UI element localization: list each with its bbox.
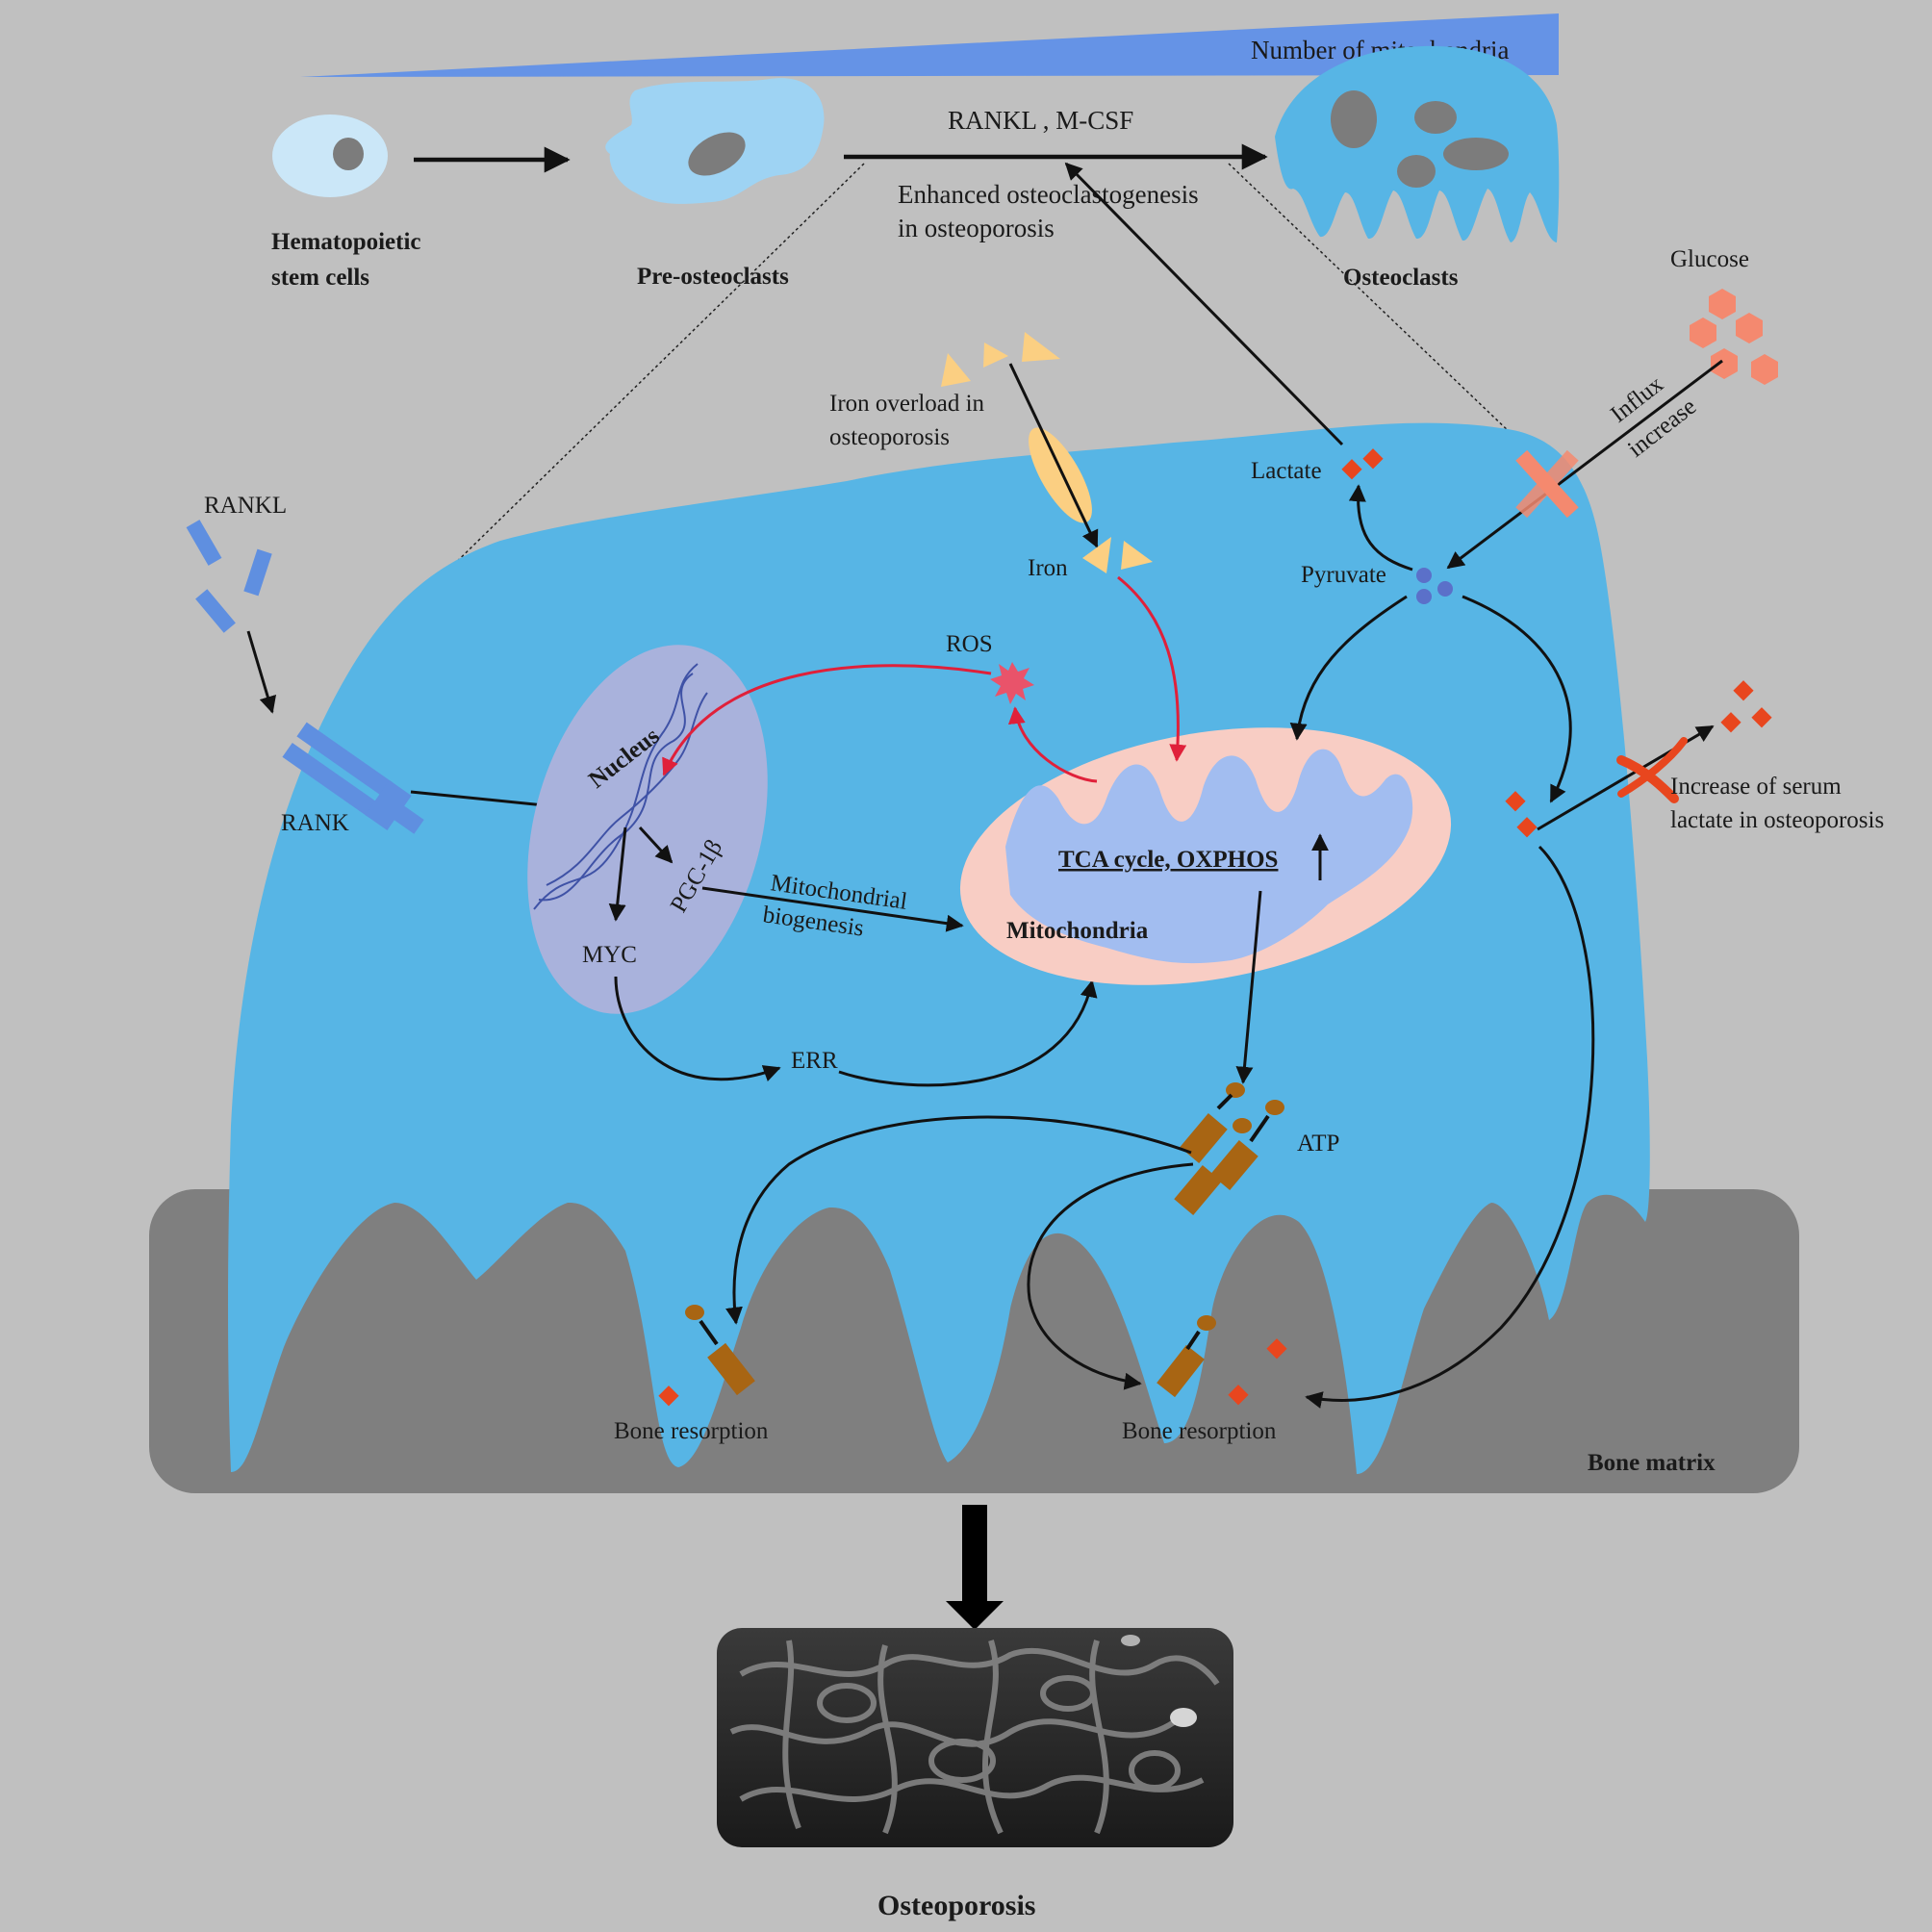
rankl-to-rank-arrow xyxy=(246,630,277,714)
osteoclast-nucleus-1 xyxy=(1331,90,1377,148)
rankl-mcsf-label: RANKL , M-CSF xyxy=(948,106,1133,135)
serum-lactate-line1: Increase of serum xyxy=(1670,774,1842,800)
err-to-mitochondria-arrow xyxy=(838,979,1098,1087)
glucose-influx-arrow xyxy=(1446,359,1723,570)
nucleus xyxy=(527,645,768,1014)
bone-resorption-right-label: Bone resorption xyxy=(1122,1418,1277,1444)
mito-to-atp-arrow xyxy=(1235,890,1262,1084)
osteoporotic-bone-image xyxy=(717,1628,1233,1847)
mitochondria-number-wedge xyxy=(300,13,1559,77)
osteoclast-nucleus-3 xyxy=(1397,155,1436,188)
rankl-ligand-3 xyxy=(195,589,236,633)
rankl-ligand-2 xyxy=(243,548,272,597)
lactate-transporter xyxy=(1616,737,1688,803)
tca-oxphos-label: TCA cycle, OXPHOS xyxy=(1058,847,1278,873)
iron-to-mito-red-arrow xyxy=(1117,575,1187,762)
enhanced-osteoclastogenesis-line2: in osteoporosis xyxy=(898,214,1055,242)
hematopoietic-stem-cell xyxy=(272,114,388,197)
mitochondria-label: Mitochondria xyxy=(1006,918,1149,944)
atp-synthase-pit-right xyxy=(1157,1315,1216,1398)
lactate-diamond-5 xyxy=(1733,680,1754,701)
myc-to-err-arrow xyxy=(614,976,781,1081)
pyruvate-to-mito-arrow xyxy=(1289,595,1408,741)
osteoporosis-label: Osteoporosis xyxy=(877,1890,1035,1921)
pre-osteoclast-nucleus xyxy=(688,132,746,176)
osteoclast-nucleus-2 xyxy=(1414,101,1457,134)
lactate-label: Lactate xyxy=(1251,458,1322,484)
pre-osteoclast-label: Pre-osteoclasts xyxy=(637,264,789,290)
ros-to-nucleus-red-arrow xyxy=(662,664,992,776)
pgc-to-mitochondria-arrow xyxy=(701,886,964,932)
iron-label: Iron xyxy=(1028,555,1068,581)
err-label: ERR xyxy=(791,1048,838,1074)
lactate-diamond-pit-right-1 xyxy=(1266,1338,1287,1360)
osteoclast-large-cell xyxy=(228,422,1650,1474)
pyruvate-dot-1 xyxy=(1416,568,1432,583)
lactate-to-bone-arrow xyxy=(1305,845,1595,1409)
lactate-diamond-7 xyxy=(1751,707,1772,728)
pyruvate-dot-3 xyxy=(1437,581,1453,597)
pyruvate-to-lactate-out-arrow xyxy=(1462,595,1572,803)
atp-to-left-pit-arrow xyxy=(725,1115,1192,1325)
hsc-label-line2: stem cells xyxy=(271,265,369,291)
rank-label: RANK xyxy=(281,810,349,836)
ros-star-icon xyxy=(990,662,1034,704)
mitochondria-cristae xyxy=(1005,749,1413,964)
rank-receptor xyxy=(282,722,424,834)
dna-strand-1 xyxy=(533,663,699,910)
atp-label: ATP xyxy=(1297,1131,1339,1157)
pyruvate-to-lactate-arrow xyxy=(1348,484,1413,572)
mito-to-ros-red-arrow xyxy=(1007,706,1098,783)
iron-triangle-1 xyxy=(941,353,971,387)
myc-label: MYC xyxy=(582,942,637,968)
glucose-molecules xyxy=(1690,289,1778,385)
osteoclast-nucleus-4 xyxy=(1443,138,1509,170)
iron-overload-line2: osteoporosis xyxy=(829,424,950,450)
iron-triangle-3 xyxy=(983,343,1008,368)
iron-influx-arrow xyxy=(1008,363,1099,548)
nucleus-to-myc-arrow xyxy=(608,826,627,922)
lactate-diamond-pit-right-2 xyxy=(1228,1385,1249,1406)
lactate-to-osteoclastogenesis-arrow xyxy=(1064,162,1344,446)
rankl-ligand-1 xyxy=(186,520,222,566)
iron-overload-line1: Iron overload in xyxy=(829,391,985,417)
bone-matrix-label: Bone matrix xyxy=(1588,1450,1716,1476)
glucose-label: Glucose xyxy=(1670,246,1749,272)
lactate-diamond-pit-left xyxy=(658,1385,679,1407)
serum-lactate-line2: lactate in osteoporosis xyxy=(1670,807,1884,833)
pyruvate-label: Pyruvate xyxy=(1301,562,1386,588)
hsc-label-line1: Hematopoietic xyxy=(271,229,421,255)
ros-label: ROS xyxy=(946,631,993,657)
enhanced-osteoclastogenesis-line1: Enhanced osteoclastogenesis xyxy=(898,180,1199,209)
iron-triangle-4 xyxy=(1082,537,1111,573)
zoom-line-right xyxy=(1228,163,1513,436)
hsc-nucleus xyxy=(333,138,364,170)
zoom-line-left xyxy=(435,163,865,583)
osteoclast-cell xyxy=(1275,45,1560,243)
dna-strand-2 xyxy=(538,673,694,902)
iron-triangle-5 xyxy=(1121,541,1153,570)
down-arrow-icon xyxy=(946,1505,1004,1630)
atp-synthase-pit-left xyxy=(685,1305,755,1396)
atp-to-right-pit-arrow xyxy=(1027,1162,1194,1390)
bone-resorption-left-label: Bone resorption xyxy=(614,1418,769,1444)
iron-transporter xyxy=(1029,427,1092,523)
osteoclasts-label: Osteoclasts xyxy=(1343,265,1459,291)
nucleus-to-pgc-arrow xyxy=(638,826,674,864)
atp-synthase-icon xyxy=(1174,1082,1284,1215)
iron-triangle-2 xyxy=(1022,332,1060,362)
lactate-diamond-6 xyxy=(1720,712,1741,733)
pyruvate-dot-2 xyxy=(1416,589,1432,604)
rankl-label: RANKL xyxy=(204,493,287,519)
glucose-transporter xyxy=(1515,449,1579,519)
